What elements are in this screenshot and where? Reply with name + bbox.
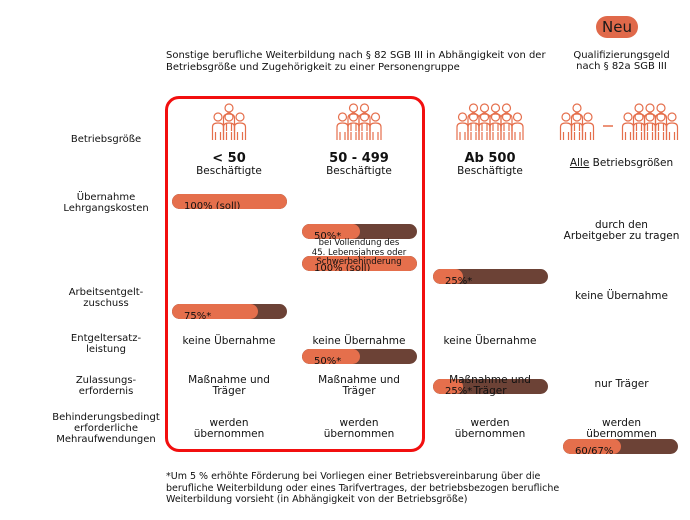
cost-bar: 100% (soll) (302, 256, 417, 271)
bar-label: 25%* (445, 276, 473, 284)
new-badge: Neu (596, 16, 638, 38)
l2: zuschuss (83, 298, 129, 309)
cost-bar: 50%* (302, 224, 417, 239)
col4-size: Alle Betriebsgrößen (553, 158, 690, 169)
bar-fill (433, 379, 463, 394)
l1: Entgeltersatz- (70, 333, 142, 344)
l2: Lehrgangskosten (63, 203, 149, 214)
l1: Maßnahme und (318, 374, 400, 386)
l1: Behinderungsbedingt (52, 412, 160, 423)
bar-label: 50%* (314, 231, 342, 239)
wage-bar: 50%* (302, 349, 417, 364)
cost-bar: 25%* (433, 269, 548, 284)
l3: Schwerbehinderung (316, 257, 402, 267)
size-number: Ab 500 (464, 151, 516, 166)
people-icon-all (553, 102, 690, 144)
qual-line2: nach § 82a SGB III (576, 61, 667, 72)
bar-label: 60/67% (575, 446, 614, 454)
size-number: 50 - 499 (329, 151, 389, 166)
l2: übernommen (193, 428, 265, 440)
footnote: *Um 5 % erhöhte Förderung bei Vorliegen … (166, 471, 560, 505)
bar-label: 100% (soll) (184, 201, 241, 209)
bar-label: 100% (soll) (314, 263, 371, 271)
main-heading: Sonstige berufliche Weiterbildung nach §… (166, 50, 546, 73)
l2: übernommen (454, 428, 526, 440)
l2: erfordernis (78, 386, 134, 397)
bar-fill (302, 349, 360, 364)
bar-fill (302, 256, 417, 271)
l2: Träger (212, 385, 246, 397)
label-size: Betriebsgröße (70, 134, 142, 145)
bar-fill (563, 439, 621, 454)
l1: Zulassungs- (75, 375, 137, 386)
size-unit: Beschäftigte (196, 165, 262, 177)
replacement-value: keine Übernahme (312, 335, 406, 347)
all-label: Alle (569, 157, 590, 169)
size-number: < 50 (212, 151, 246, 166)
cost-bar: 100% (soll) (172, 194, 287, 209)
sizes-label: Betriebsgrößen (589, 157, 674, 169)
l2: übernommen (586, 428, 657, 440)
col4-replacement-bar: 60/67% (563, 439, 678, 454)
l2: 45. Lebensjahres oder (311, 247, 407, 258)
l1: werden (209, 417, 249, 429)
wage-bar: 25%* (433, 379, 548, 394)
people-icon (304, 102, 414, 144)
size-unit: Beschäftigte (457, 165, 523, 177)
l1: werden (470, 417, 510, 429)
replacement-value: keine Übernahme (443, 335, 537, 347)
qual-line1: Qualifizierungsgeld (573, 50, 670, 61)
label-wage: Arbeitsentgelt-zuschuss (46, 287, 166, 309)
bar-fill (433, 269, 463, 284)
l1: Übernahme (76, 192, 136, 203)
label-replacement: Entgeltersatz-leistung (46, 333, 166, 355)
l2: übernommen (323, 428, 395, 440)
replacement-value: keine Übernahme (182, 335, 276, 347)
l1: werden (602, 417, 641, 429)
l3: Mehraufwendungen (56, 434, 156, 445)
size-unit: Beschäftigte (326, 165, 392, 177)
people-icon (435, 102, 545, 144)
people-icon (174, 102, 284, 144)
col4-admission: nur Träger (594, 378, 649, 390)
bar-fill (302, 224, 360, 239)
highlight-frame (165, 96, 425, 452)
l1: Maßnahme und (449, 374, 531, 386)
l1: werden (339, 417, 379, 429)
qualification-heading: Qualifizierungsgeld nach § 82a SGB III (553, 50, 690, 72)
l1: Arbeitsentgelt- (68, 287, 144, 298)
bar-fill (172, 304, 259, 319)
l2: Arbeitgeber zu tragen (563, 230, 680, 242)
col4-wage: keine Übernahme (575, 290, 668, 302)
bar-fill (172, 194, 287, 209)
bar-label: 25%* (445, 386, 473, 394)
wage-bar: 75%* (172, 304, 287, 319)
l2: Träger (473, 385, 507, 397)
l2: erforderliche (74, 423, 138, 434)
l1: durch den (595, 219, 648, 231)
l1: bei Vollendung des (318, 238, 400, 248)
l1: Maßnahme und (188, 374, 270, 386)
l2: leistung (86, 344, 126, 355)
l2: Träger (342, 385, 376, 397)
bar-label: 50%* (314, 356, 342, 364)
bar-label: 75%* (184, 311, 212, 319)
label-admission: Zulassungs-erfordernis (46, 375, 166, 397)
